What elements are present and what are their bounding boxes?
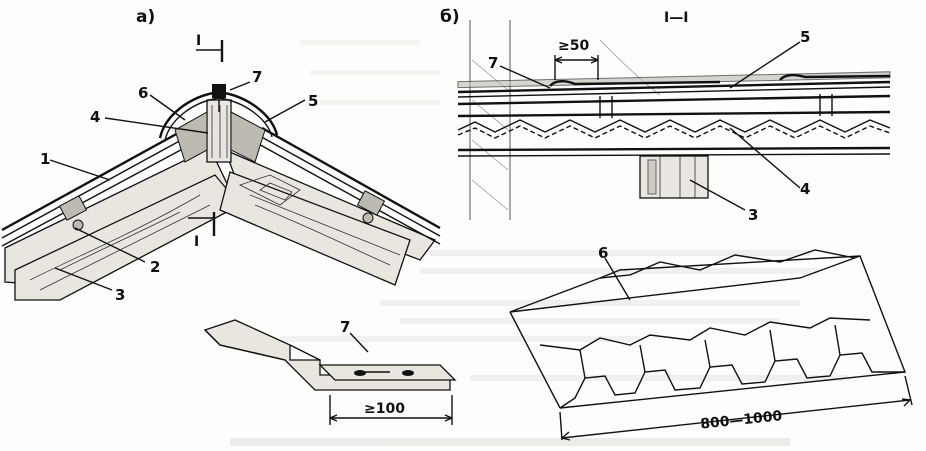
label-b-7: 7 <box>488 54 498 72</box>
overlap-right <box>779 73 891 81</box>
label-detail-7: 7 <box>340 318 350 336</box>
label-a-1: 1 <box>40 150 50 168</box>
right-beam <box>219 171 411 286</box>
panel-b-title: б) <box>440 7 460 27</box>
right-batten <box>356 190 386 216</box>
label-b-5: 5 <box>800 28 810 46</box>
corrugation-front <box>559 352 905 409</box>
label-b-3: 3 <box>748 206 758 224</box>
dimension-50: ≥50 <box>558 38 589 54</box>
label-b-4: 4 <box>800 180 810 198</box>
left-roof-covering <box>1 130 181 232</box>
label-detail-6: 6 <box>598 244 608 262</box>
section-mark-top: I <box>196 33 201 49</box>
left-batten <box>58 195 88 221</box>
panel-b-section-mark: I—I <box>664 10 688 26</box>
detail-7-bracket: 7 ≥100 <box>203 318 457 425</box>
ridge-element-outline <box>509 255 906 409</box>
label-a-6: 6 <box>138 84 148 102</box>
label-a-2: 2 <box>150 258 160 276</box>
panel-b-covering-top <box>457 80 891 94</box>
panel-a-ridge-section: а) I I 1 2 3 4 5 6 7 <box>1 7 441 304</box>
dimension-100: ≥100 <box>364 401 405 417</box>
dimension-800-1000: 800—1000 <box>700 408 784 433</box>
label-a-5: 5 <box>308 92 318 110</box>
label-a-3: 3 <box>115 286 125 304</box>
overlap-left <box>549 80 721 87</box>
ridge-fastener <box>212 84 226 98</box>
section-mark-bottom: I <box>194 234 199 250</box>
panel-b-longitudinal-section: ≥50 I—I б) 7 5 4 3 <box>440 7 891 224</box>
label-a-4: 4 <box>90 108 100 126</box>
label-a-7: 7 <box>252 68 262 86</box>
corrugated-layer <box>457 119 891 133</box>
panel-a-title: а) <box>136 7 155 27</box>
right-roof-covering <box>261 126 441 230</box>
